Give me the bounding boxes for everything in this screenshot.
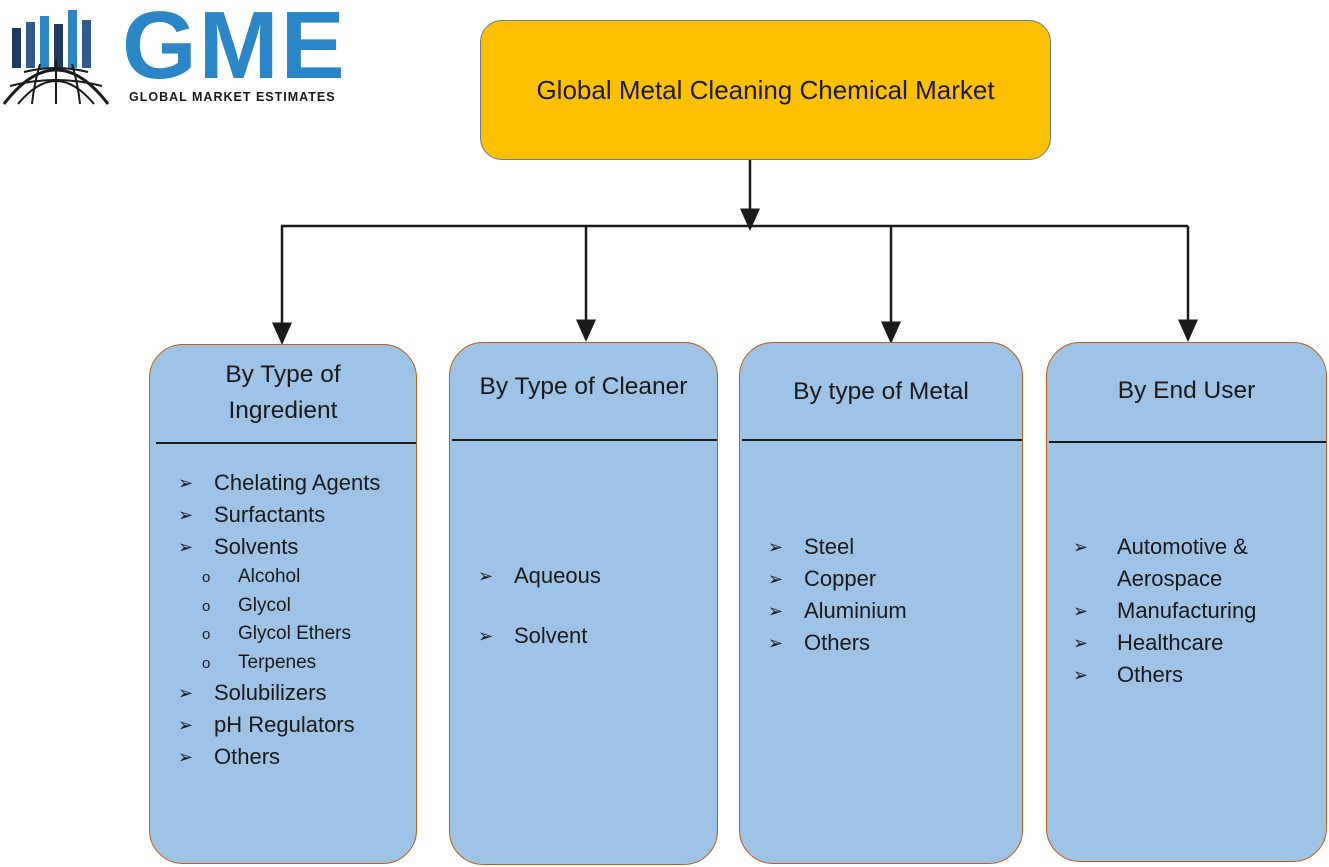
list-item: ➢Aluminium: [768, 595, 1018, 627]
gme-logo: GME GLOBAL MARKET ESTIMATES: [0, 0, 420, 110]
card-title: By End User: [1117, 377, 1256, 404]
arrow-bullet-icon: ➢: [178, 505, 194, 525]
card-divider: [1049, 441, 1326, 443]
category-card-ingredient: By Type of Ingredient ➢Chelating Agents …: [149, 344, 417, 864]
arrow-bullet-icon: ➢: [1073, 601, 1089, 621]
arrow-bullet-icon: ➢: [768, 537, 784, 557]
arrow-bullet-icon: ➢: [178, 537, 194, 557]
logo-wordmark: GME: [122, 0, 412, 94]
arrow-bullet-icon: ➢: [1073, 633, 1089, 653]
item-list: ➢Steel ➢Copper ➢Aluminium ➢Others: [768, 531, 1018, 659]
list-item: ➢Surfactants: [178, 499, 414, 531]
circle-bullet-icon: o: [202, 569, 211, 586]
list-item: ➢Steel: [768, 531, 1018, 563]
root-node: Global Metal Cleaning Chemical Market: [480, 20, 1051, 160]
arrow-bullet-icon: ➢: [478, 566, 494, 586]
arrow-bullet-icon: ➢: [178, 473, 194, 493]
list-item: ➢Solvent: [478, 621, 714, 651]
arrow-bullet-icon: ➢: [768, 633, 784, 653]
circle-bullet-icon: o: [202, 654, 211, 672]
list-item: ➢Copper: [768, 563, 1018, 595]
root-title: Global Metal Cleaning Chemical Market: [536, 74, 995, 105]
category-card-cleaner: By Type of Cleaner ➢Aqueous ➢Solvent: [449, 342, 718, 865]
list-item: ➢pH Regulators: [178, 709, 414, 741]
list-item: ➢ Automotive & Aerospace: [1073, 531, 1323, 595]
arrow-bullet-icon: ➢: [478, 626, 494, 646]
card-title: By Type of Cleaner: [479, 373, 688, 400]
list-item: ➢Chelating Agents: [178, 467, 414, 499]
card-title: By type of Metal: [793, 378, 969, 405]
logo-letters: GME: [122, 0, 347, 99]
item-list: ➢Chelating Agents ➢Surfactants ➢Solvents…: [178, 467, 414, 773]
arrow-bullet-icon: ➢: [178, 715, 194, 735]
globe-chart-icon: [2, 10, 110, 105]
card-divider: [156, 442, 416, 444]
arrow-bullet-icon: ➢: [178, 747, 194, 767]
logo-tagline: GLOBAL MARKET ESTIMATES: [129, 90, 336, 104]
list-item: ➢Healthcare: [1073, 627, 1323, 659]
circle-bullet-icon: o: [202, 597, 211, 615]
card-divider: [742, 439, 1022, 441]
arrow-bullet-icon: ➢: [1073, 665, 1089, 685]
item-list: ➢ Automotive & Aerospace ➢Manufacturing …: [1073, 531, 1323, 691]
card-title: By Type of Ingredient: [225, 361, 341, 424]
list-item: ➢Others: [768, 627, 1018, 659]
category-card-end-user: By End User ➢ Automotive & Aerospace ➢Ma…: [1046, 342, 1327, 862]
list-item: ➢Solubilizers: [178, 677, 414, 709]
circle-bullet-icon: o: [202, 626, 211, 643]
arrow-bullet-icon: ➢: [178, 683, 194, 703]
item-list: ➢Aqueous ➢Solvent: [478, 561, 714, 651]
arrow-bullet-icon: ➢: [768, 569, 784, 589]
list-item: ➢Aqueous: [478, 561, 714, 591]
category-card-metal: By type of Metal ➢Steel ➢Copper ➢Alumini…: [739, 342, 1023, 864]
arrow-bullet-icon: ➢: [768, 601, 784, 621]
list-item: ➢Others: [178, 741, 414, 773]
list-item: ➢Manufacturing: [1073, 595, 1323, 627]
list-item: ➢Others: [1073, 659, 1323, 691]
card-divider: [452, 439, 717, 441]
arrow-bullet-icon: ➢: [1073, 537, 1089, 557]
